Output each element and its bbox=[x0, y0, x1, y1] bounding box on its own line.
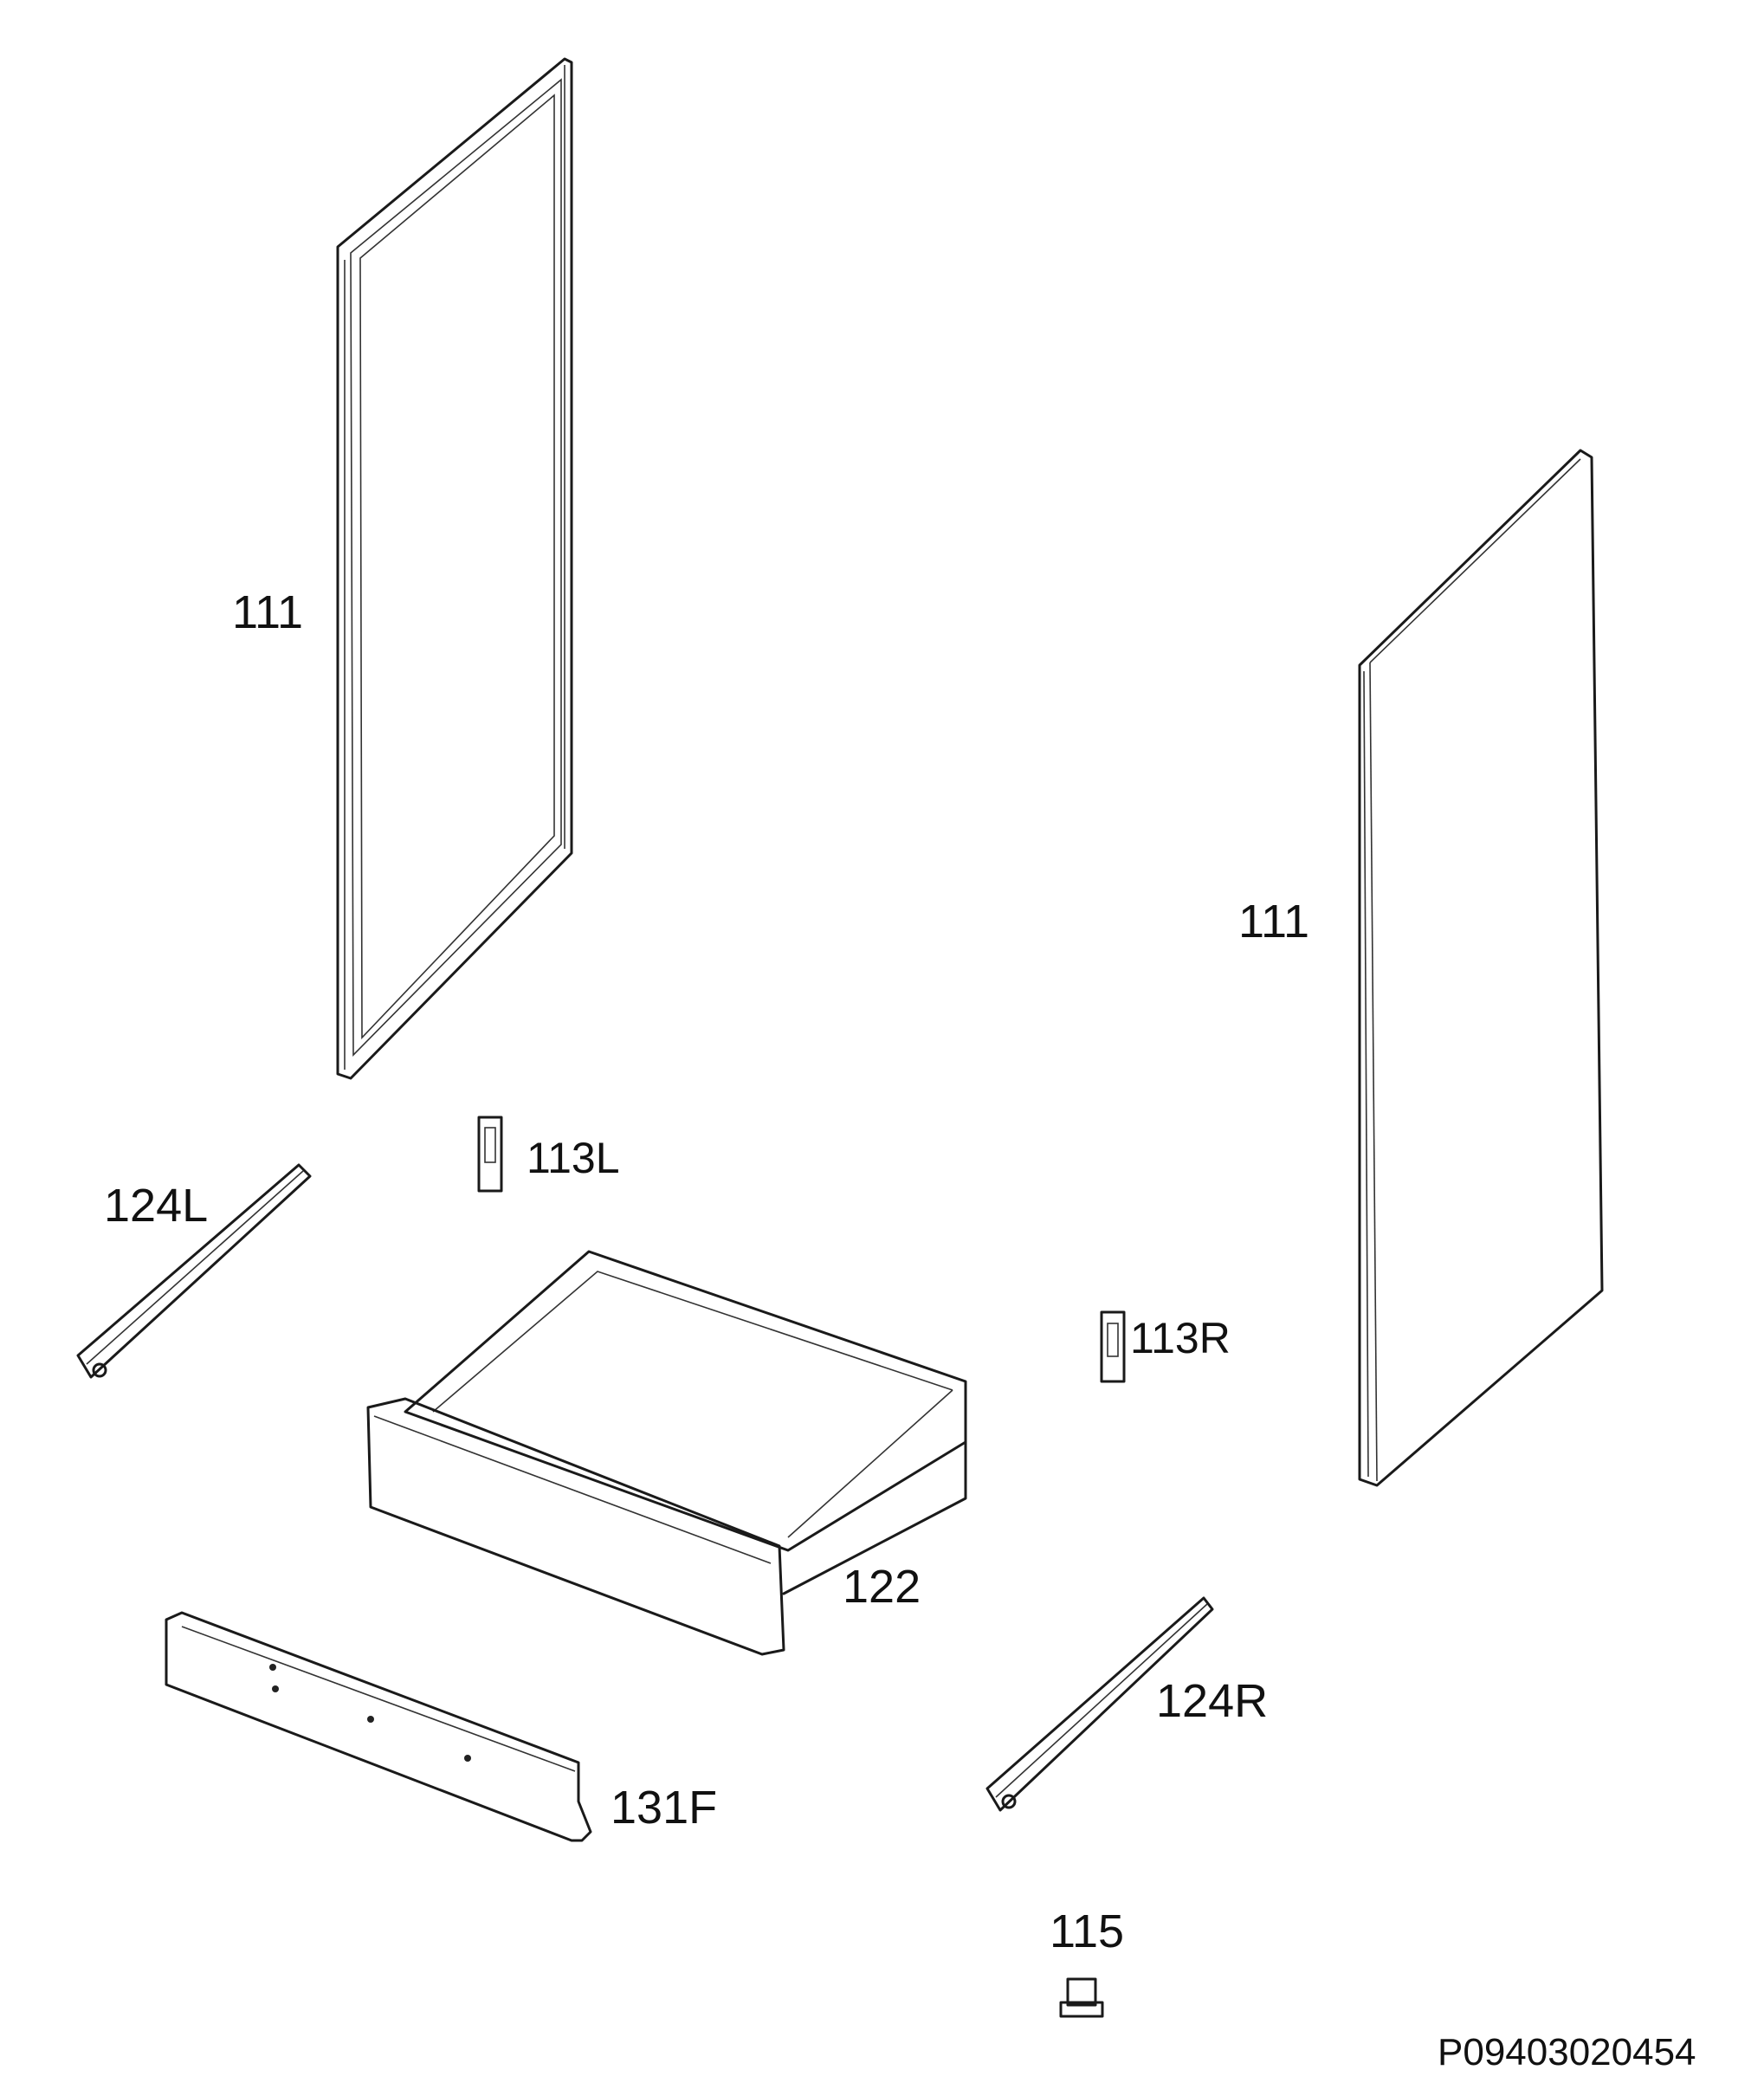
label-drawer: 122 bbox=[843, 1561, 921, 1613]
label-side-panel-left: 111 bbox=[232, 586, 304, 638]
hinge-left bbox=[477, 1116, 503, 1193]
side-panel-left bbox=[336, 57, 573, 1080]
drawer bbox=[366, 1250, 967, 1656]
label-foot: 115 bbox=[1050, 1905, 1125, 1957]
front-panel bbox=[165, 1611, 592, 1842]
rail-right bbox=[985, 1596, 1214, 1812]
label-hinge-left: 113L bbox=[527, 1134, 620, 1182]
label-rail-right: 124R bbox=[1156, 1675, 1269, 1727]
label-hinge-right: 113R bbox=[1130, 1314, 1231, 1362]
reference-code: P09403020454 bbox=[1438, 2031, 1696, 2073]
label-side-panel-right: 111 bbox=[1238, 896, 1310, 948]
label-rail-left: 124L bbox=[104, 1180, 209, 1232]
rail-left bbox=[76, 1163, 312, 1379]
hinge-right bbox=[1100, 1310, 1126, 1383]
foot bbox=[1059, 1977, 1104, 2018]
label-front-panel: 131F bbox=[611, 1782, 718, 1834]
side-panel-right bbox=[1358, 449, 1604, 1487]
